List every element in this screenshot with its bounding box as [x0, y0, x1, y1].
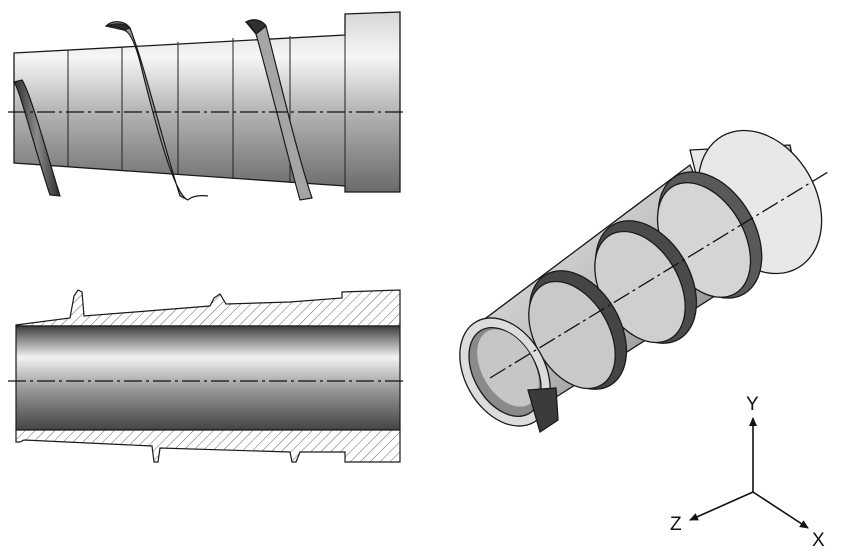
section-wall-upper [15, 289, 401, 327]
y-axis-label: Y [746, 394, 759, 415]
coordinate-axes: Y Z X [670, 394, 825, 551]
segment-lines [67, 35, 346, 186]
screw-iso-view [459, 129, 829, 434]
x-axis-arrow [752, 491, 809, 529]
screw-flights [12, 19, 313, 201]
z-axis-label: Z [670, 514, 682, 535]
section-wall-lower [15, 429, 401, 463]
z-axis-arrow [689, 491, 754, 521]
screw-shaft [13, 11, 401, 193]
x-axis-label: X [812, 530, 825, 551]
section-bore [15, 325, 401, 431]
centerline-iso [489, 171, 829, 379]
screw-section-view [8, 289, 406, 463]
screw-side-view [8, 11, 406, 201]
